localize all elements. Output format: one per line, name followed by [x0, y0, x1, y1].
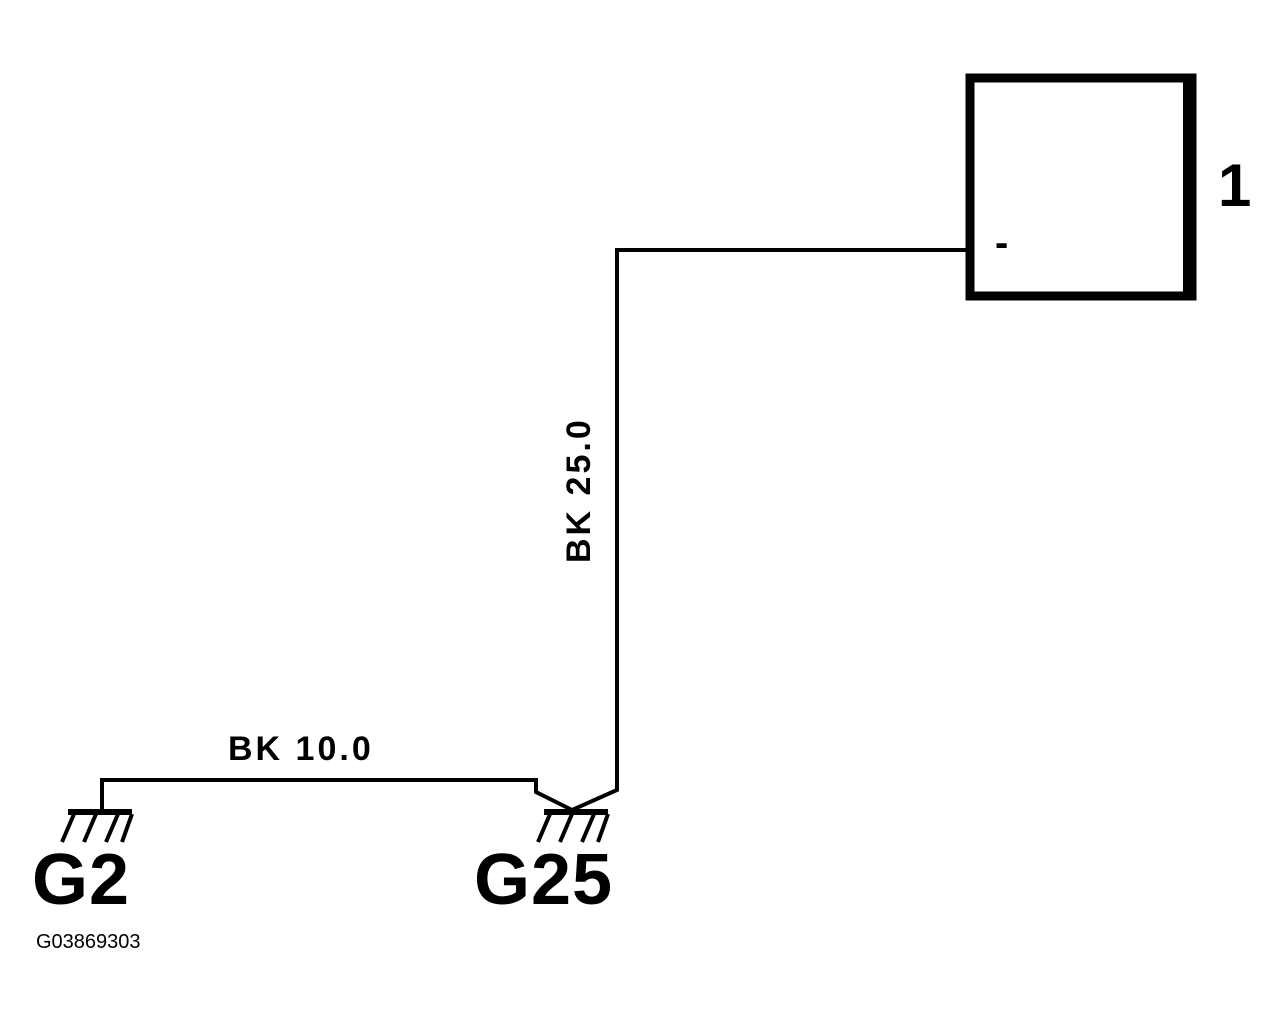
component-label: 1 — [1218, 152, 1251, 219]
ground-label-g2: G2 — [32, 840, 130, 920]
component-box — [965, 73, 1197, 301]
ground-icon — [536, 809, 610, 843]
ground-icon — [60, 809, 134, 843]
component-pin-label: - — [995, 221, 1008, 265]
ground-label-g25: G25 — [474, 840, 613, 920]
wire-bk-10 — [100, 778, 575, 814]
wire-label-bk-25: BK 25.0 — [560, 417, 598, 563]
wire-label-bk-10: BK 10.0 — [228, 730, 374, 768]
figure-id: G03869303 — [36, 931, 141, 953]
wire-bk-25 — [569, 248, 968, 813]
